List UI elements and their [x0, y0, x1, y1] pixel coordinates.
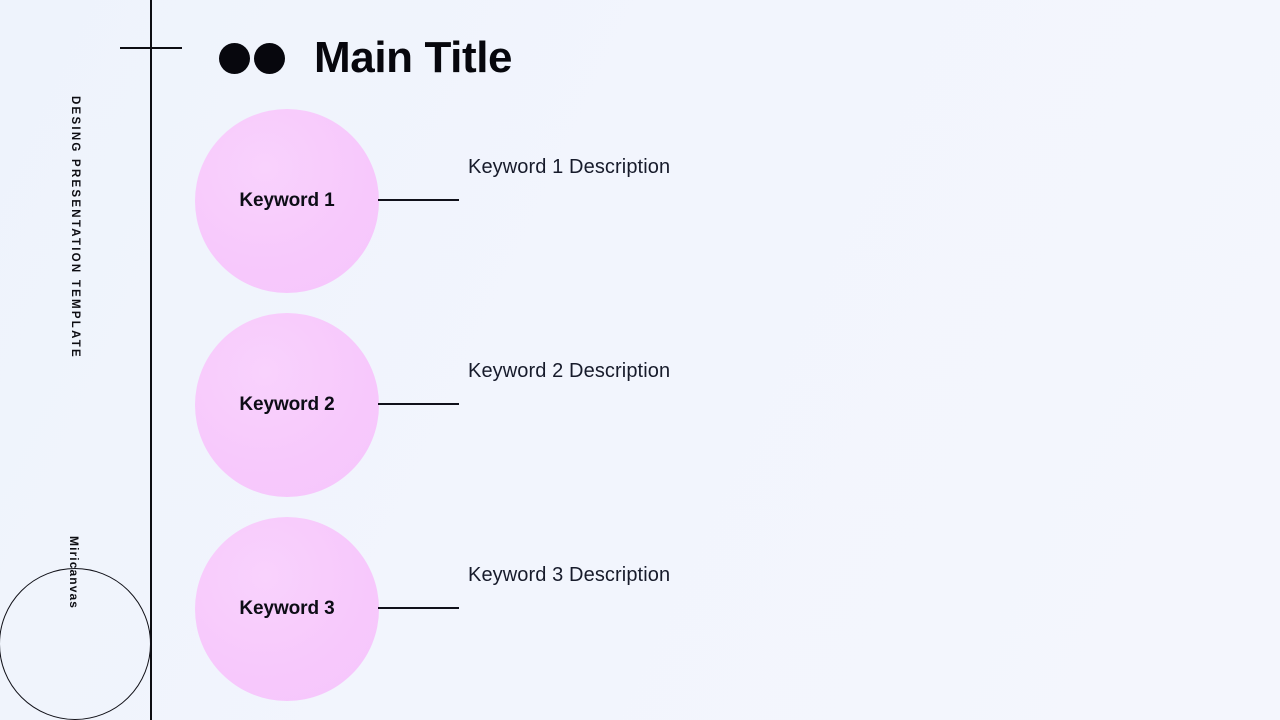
- list-item[interactable]: Keyword 1 Keyword 1 Description: [0, 98, 1280, 302]
- keyword-description: Keyword 2 Description: [468, 360, 671, 382]
- keyword-description: Keyword 1 Description: [468, 156, 671, 178]
- horizontal-rule-mark: [120, 47, 182, 49]
- keyword-label: Keyword 1: [239, 190, 335, 211]
- connector-line: [378, 199, 459, 201]
- keyword-bubble[interactable]: Keyword 1: [195, 109, 379, 293]
- keyword-bubble[interactable]: Keyword 3: [195, 517, 379, 701]
- dot-icon: [254, 42, 285, 74]
- list-item[interactable]: Keyword 2 Keyword 2 Description: [0, 302, 1280, 506]
- keyword-bubble[interactable]: Keyword 2: [195, 313, 379, 497]
- page-title: Main Title: [219, 33, 513, 82]
- vertical-rule-divider: [150, 0, 152, 720]
- dot-icon: [219, 42, 250, 74]
- page-title-text: Main Title: [314, 33, 513, 82]
- keyword-label: Keyword 3: [239, 598, 335, 619]
- list-item[interactable]: Keyword 3 Keyword 3 Description: [0, 506, 1280, 710]
- title-dots-ornament: [219, 42, 285, 74]
- connector-line: [378, 607, 459, 609]
- connector-line: [378, 403, 459, 405]
- keyword-label: Keyword 2: [239, 394, 335, 415]
- keyword-description: Keyword 3 Description: [468, 564, 671, 586]
